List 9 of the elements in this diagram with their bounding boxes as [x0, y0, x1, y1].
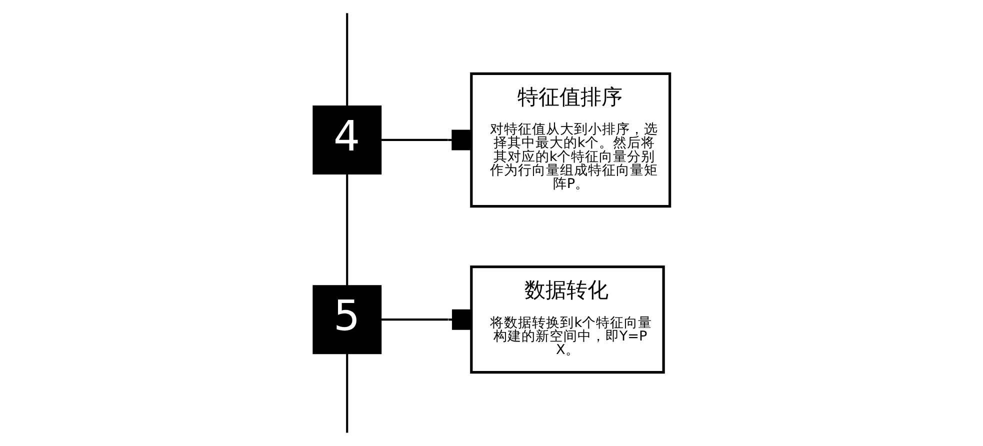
connector	[346, 354, 348, 433]
node-box: 数据转化 将数据转换到k个特征向量构建的新空间中，即Y=PX。	[470, 266, 665, 374]
node-box: 5	[312, 285, 382, 354]
node-box: 特征值排序 对特征值从大到小排序，选择其中最大的k个。然后将其对应的k个特征向量分别作为行向量组成特征向量矩阵P。	[470, 72, 672, 208]
connector	[381, 130, 472, 150]
connector	[346, 174, 348, 286]
node-box: 4	[312, 106, 382, 174]
connector	[381, 309, 472, 330]
connector	[346, 13, 348, 106]
